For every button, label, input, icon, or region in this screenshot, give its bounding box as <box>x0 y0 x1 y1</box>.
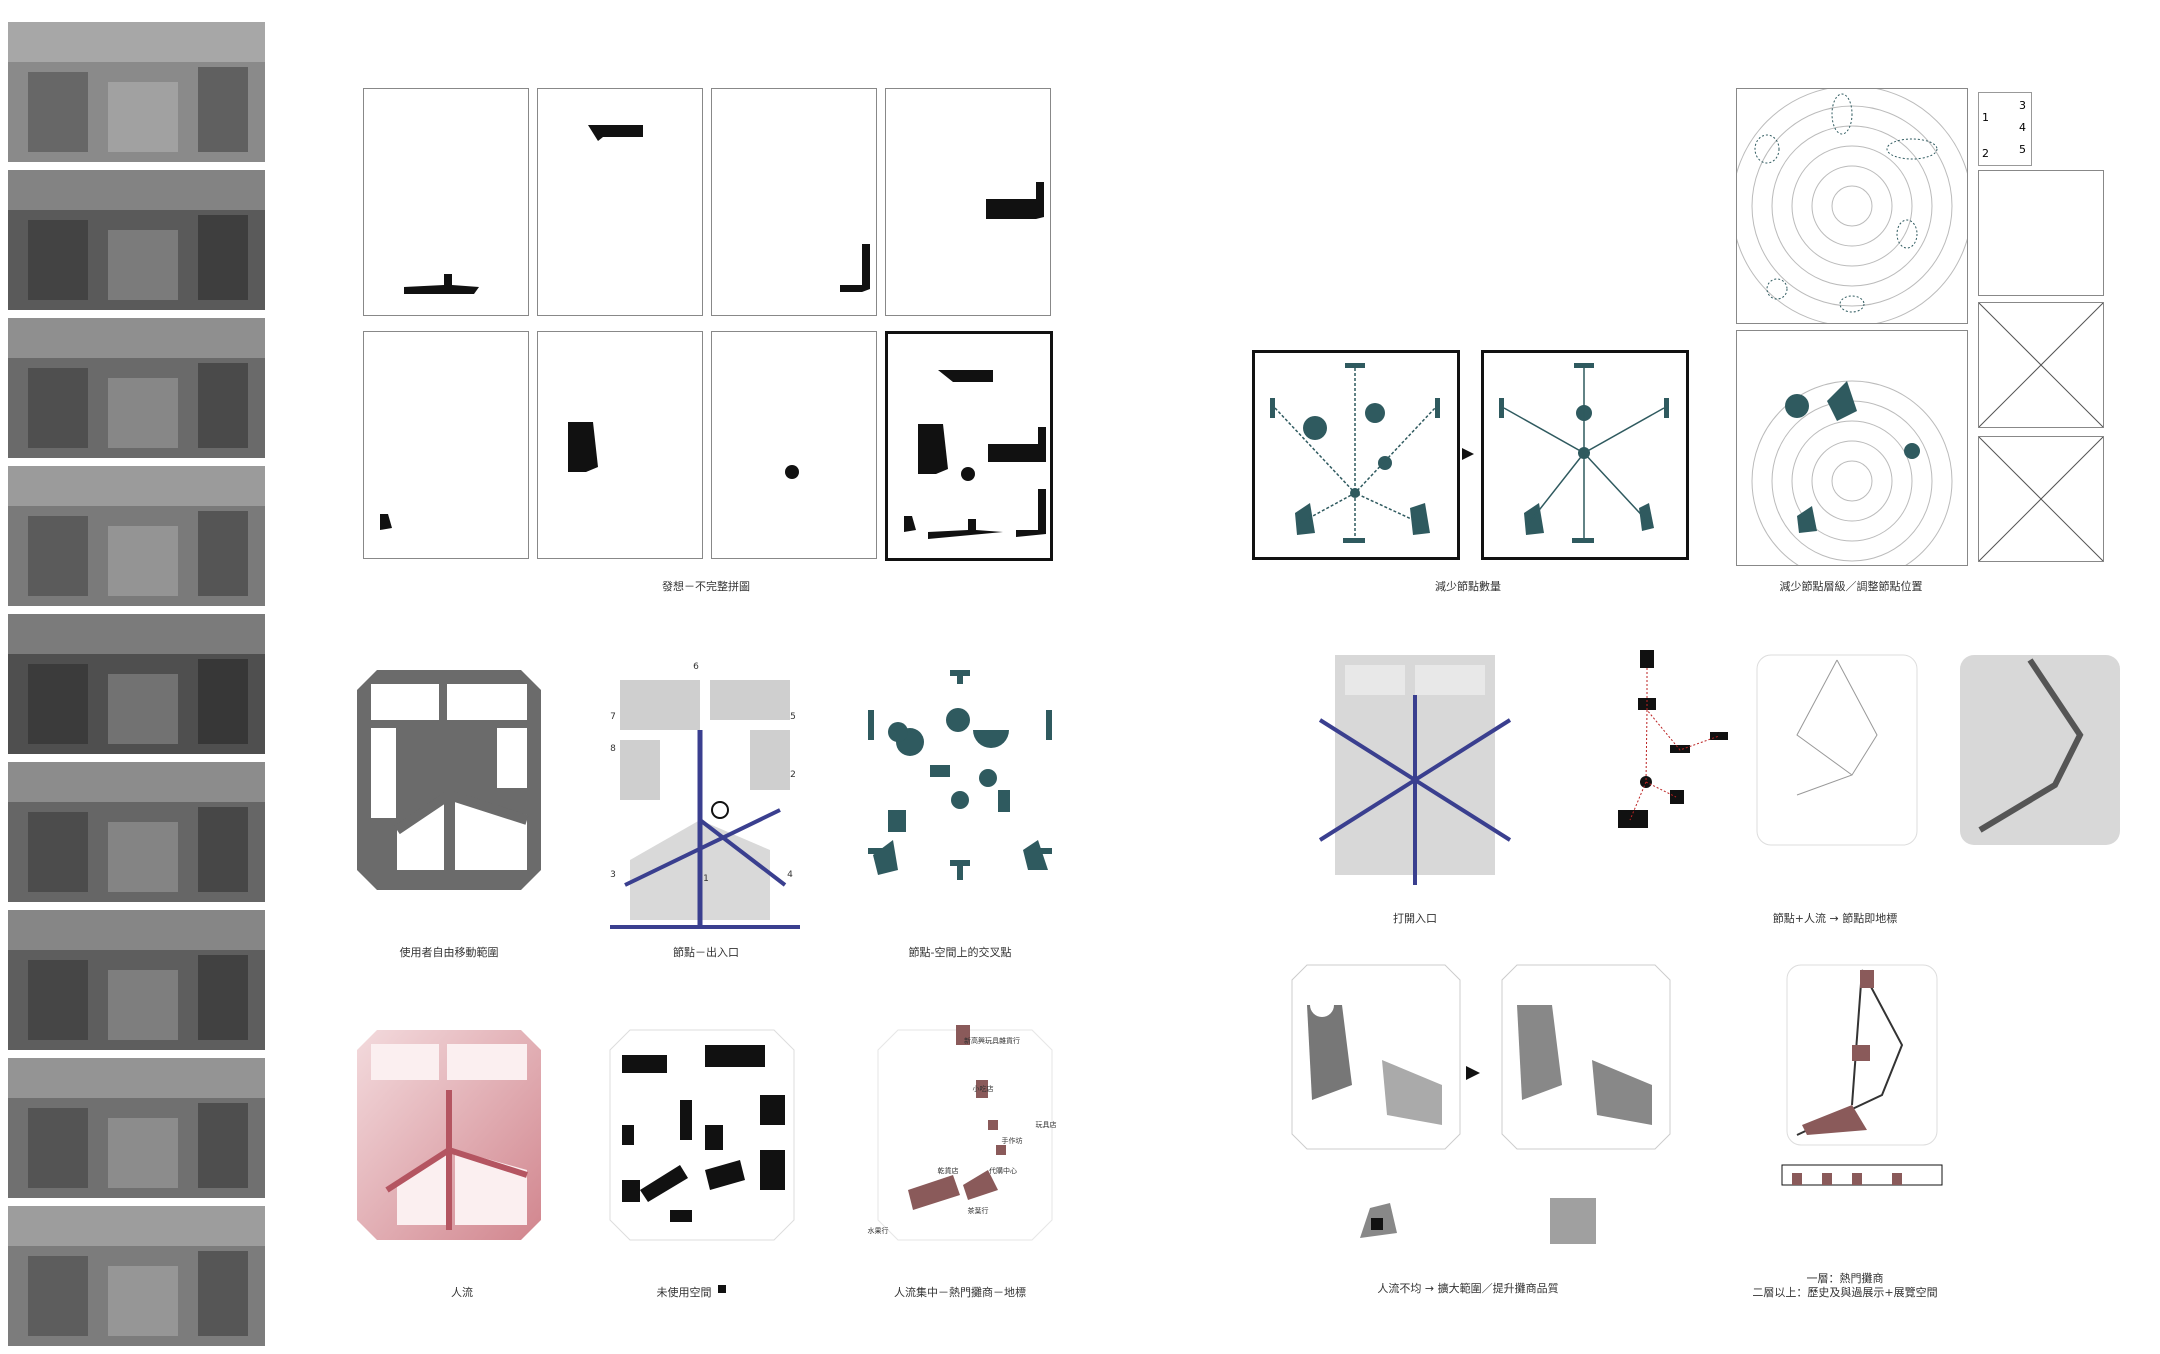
puzzle-assembled <box>904 370 1046 539</box>
shop-label-6: 茶葉行 <box>967 1207 989 1215</box>
radial-diagram-2 <box>1736 330 1968 582</box>
puzzle-frame-3 <box>711 88 877 316</box>
entrance-number-8: 8 <box>610 744 616 754</box>
diagram-uneven-before <box>1291 964 1461 1150</box>
puzzle-piece-3 <box>840 244 870 292</box>
photo-market-bookstore <box>8 1206 265 1346</box>
radial-thumb-2-crossed <box>1978 302 2104 428</box>
puzzle-frame-1 <box>363 88 529 316</box>
entrance-number-7: 7 <box>610 712 616 722</box>
photo-market-food-court <box>8 1058 265 1198</box>
shop-label-4: 代購中心 <box>989 1167 1017 1175</box>
caption-nodes-entrances: 節點－出入口 <box>673 946 739 959</box>
puzzle-frame-8-assembled <box>885 331 1053 561</box>
caption-hot-stalls: 人流集中－熱門攤商－地標 <box>894 1286 1026 1299</box>
shop-label-2: 玩具店 <box>1035 1121 1057 1129</box>
caption-floor-plan-2: 二層以上：歷史及與過展示+展覽空間 <box>1752 1286 1938 1299</box>
diagram-nodes-entrances <box>610 675 800 929</box>
diagram-hot-stalls <box>877 1025 1053 1241</box>
grid-key-1: 1 <box>1982 111 1989 124</box>
entrance-number-5: 5 <box>790 712 796 722</box>
photo-market-stalls <box>8 170 265 310</box>
shop-label-7: 水果行 <box>867 1227 889 1235</box>
puzzle-piece-1 <box>404 274 479 294</box>
puzzle-piece-6 <box>568 422 598 472</box>
shop-label-0: 新高興玩具雜貨行 <box>964 1037 1020 1045</box>
radial-thumb-3-crossed <box>1978 436 2104 562</box>
caption-open-entrance: 打開入口 <box>1393 912 1437 925</box>
diagram-floor-plan <box>1781 964 1943 1186</box>
puzzle-frame-4 <box>885 88 1051 316</box>
diagram-node-flow <box>1618 650 1728 828</box>
diagram-free-move <box>357 670 541 890</box>
diagram-open-entrance <box>1318 655 1512 885</box>
photo-market-temple-gate <box>8 910 265 1050</box>
photo-strip <box>8 22 265 1354</box>
photo-market-aisle <box>8 318 265 458</box>
caption-flow: 人流 <box>451 1286 473 1299</box>
shop-label-5: 乾貨店 <box>937 1167 959 1175</box>
diagram-unused-space <box>609 1029 795 1241</box>
puzzle-piece-7 <box>785 465 799 479</box>
puzzle-frame-2 <box>537 88 703 316</box>
puzzle-piece-2 <box>588 125 643 141</box>
puzzle-frame-7 <box>711 331 877 559</box>
photo-market-restaurant-sign <box>8 614 265 754</box>
arrow-icon <box>1462 448 1474 460</box>
diagram-uneven-after <box>1501 964 1671 1150</box>
caption-reduce-levels: 減少節點層級／調整節點位置 <box>1779 580 1923 593</box>
grid-key-2: 2 <box>1982 147 1989 160</box>
entrance-number-1: 1 <box>703 874 709 884</box>
photo-market-food-counter <box>8 762 265 902</box>
uniform-square-icon <box>1550 1198 1596 1244</box>
arrow-icon <box>1466 1066 1480 1080</box>
caption-puzzle: 發想－不完整拼圖 <box>662 580 750 593</box>
caption-uneven-flow: 人流不均 → 擴大範圍／提升攤商品質 <box>1377 1282 1559 1295</box>
caption-nodes-intersections: 節點-空間上的交叉點 <box>908 946 1012 959</box>
reduce-nodes-before <box>1252 350 1460 560</box>
grid-key-4: 4 <box>2019 121 2026 134</box>
puzzle-frame-5 <box>363 331 529 559</box>
entrance-number-3: 3 <box>610 870 616 880</box>
diagram-flow-heatmap <box>357 1030 541 1240</box>
caption-unused-space: 未使用空間 <box>656 1286 712 1299</box>
uneven-shape-icon <box>1360 1203 1397 1238</box>
puzzle-piece-5 <box>380 514 392 530</box>
radial-thumb-1 <box>1978 170 2104 296</box>
grid-key-3: 3 <box>2019 99 2026 112</box>
shop-label-3: 手作坊 <box>1001 1137 1023 1145</box>
caption-node-flow: 節點+人流 → 節點即地標 <box>1772 912 1898 925</box>
photo-market-shopfront <box>8 466 265 606</box>
puzzle-piece-4 <box>986 182 1044 219</box>
grid-key: 1 2 3 4 5 <box>1978 92 2032 166</box>
diagram-nodes-intersections <box>868 670 1052 880</box>
diagram-node-landmark <box>1756 654 1918 846</box>
caption-floor-plan-1: 一層：熱門攤商 <box>1806 1272 1884 1285</box>
grid-key-5: 5 <box>2019 143 2026 156</box>
entrance-number-6: 6 <box>693 662 699 672</box>
unused-legend-square <box>718 1285 726 1293</box>
entrance-number-4: 4 <box>787 870 793 880</box>
puzzle-frame-6 <box>537 331 703 559</box>
shop-label-1: 小吃店 <box>972 1085 994 1093</box>
photo-market-facade <box>8 22 265 162</box>
caption-reduce-nodes: 減少節點數量 <box>1435 580 1501 593</box>
reduce-nodes-after <box>1481 350 1689 560</box>
radial-diagram-1 <box>1731 85 1973 327</box>
entrance-number-2: 2 <box>790 770 796 780</box>
diagram-node-landmark-plan <box>1960 655 2120 845</box>
caption-free-move: 使用者自由移動範圍 <box>399 946 499 959</box>
